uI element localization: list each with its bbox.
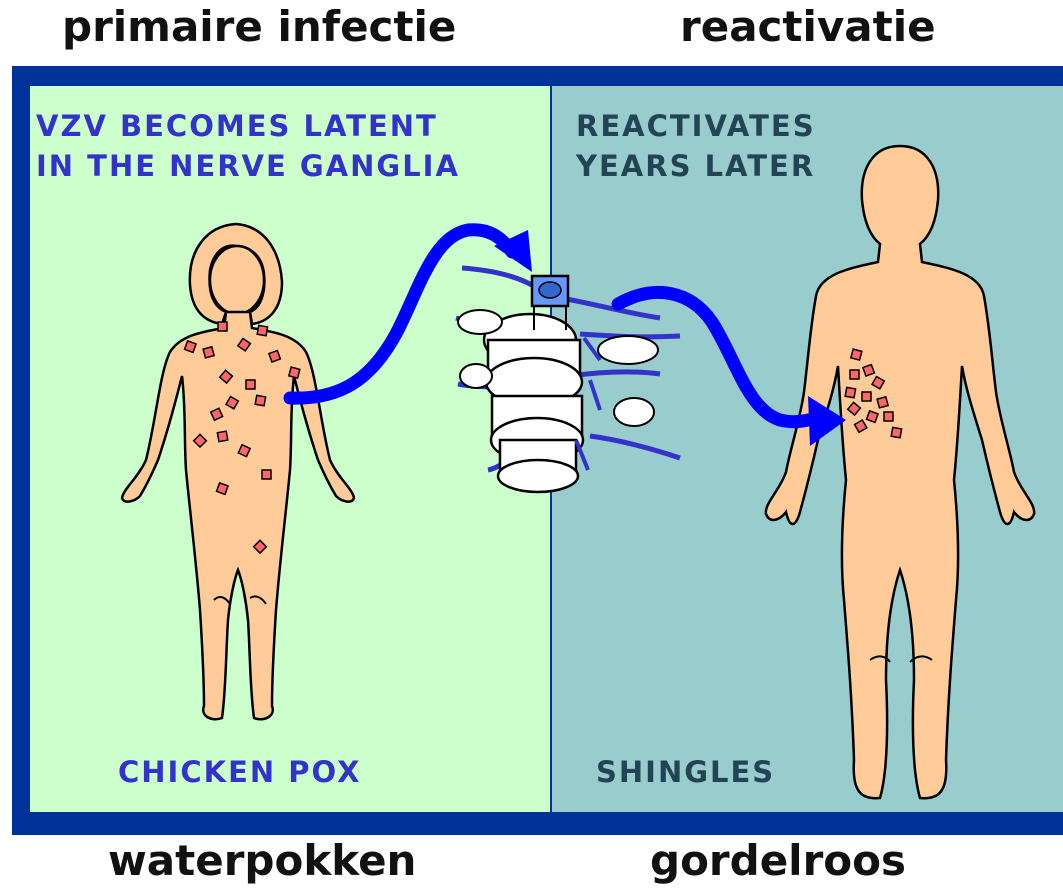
child-figure-icon (122, 224, 354, 719)
adult-figure-icon (766, 146, 1034, 798)
spinal-ganglia-icon (456, 268, 680, 492)
